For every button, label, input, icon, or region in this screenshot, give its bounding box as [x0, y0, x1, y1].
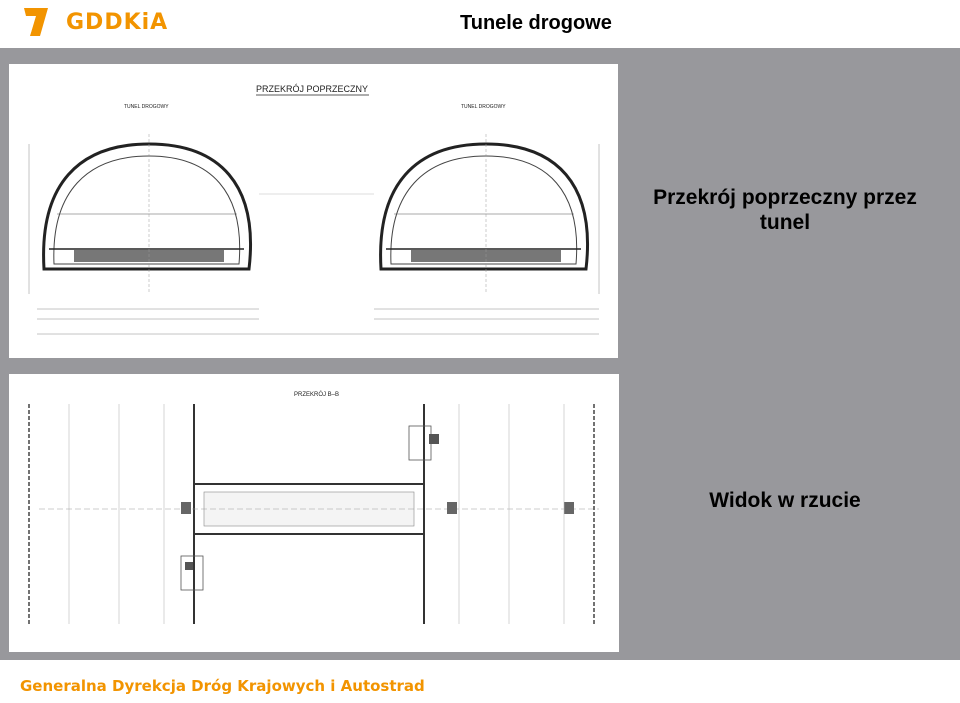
plan-view-drawing-svg: PRZEKRÓJ B–B	[28, 391, 599, 624]
slide-content: PRZEKRÓJ POPRZECZNY TUNEL DROGOWY TUNEL …	[0, 48, 960, 660]
plan-view-title: PRZEKRÓJ B–B	[294, 391, 339, 398]
cross-section-caption: Przekrój poprzeczny przez tunel	[653, 186, 917, 234]
header: GDDKiA Tunele drogowe	[0, 0, 960, 48]
footer-text: Generalna Dyrekcja Dróg Krajowych i Auto…	[20, 677, 425, 695]
tunnel-label-left: TUNEL DROGOWY	[124, 104, 169, 110]
plan-view-drawing: PRZEKRÓJ B–B	[9, 374, 619, 652]
page-title: Tunele drogowe	[460, 12, 612, 34]
plan-cross-passage	[39, 483, 599, 535]
tunnel-left	[28, 134, 259, 320]
plan-view-caption: Widok w rzucie	[709, 489, 861, 512]
tunnel-label-right: TUNEL DROGOWY	[461, 104, 506, 110]
logo-text: GDDKiA	[66, 10, 169, 35]
cross-section-drawing: PRZEKRÓJ POPRZECZNY TUNEL DROGOWY TUNEL …	[9, 64, 618, 358]
plan-right-tube	[423, 404, 595, 624]
logo-mark-icon	[24, 8, 48, 36]
plan-left-tube	[28, 404, 195, 624]
cross-section-drawing-svg: PRZEKRÓJ POPRZECZNY TUNEL DROGOWY TUNEL …	[28, 84, 600, 335]
gddkia-logo[interactable]: GDDKiA	[18, 4, 218, 42]
tunnel-right	[374, 134, 600, 320]
footer: Generalna Dyrekcja Dróg Krajowych i Auto…	[0, 660, 960, 703]
cross-section-title: PRZEKRÓJ POPRZECZNY	[256, 84, 368, 94]
